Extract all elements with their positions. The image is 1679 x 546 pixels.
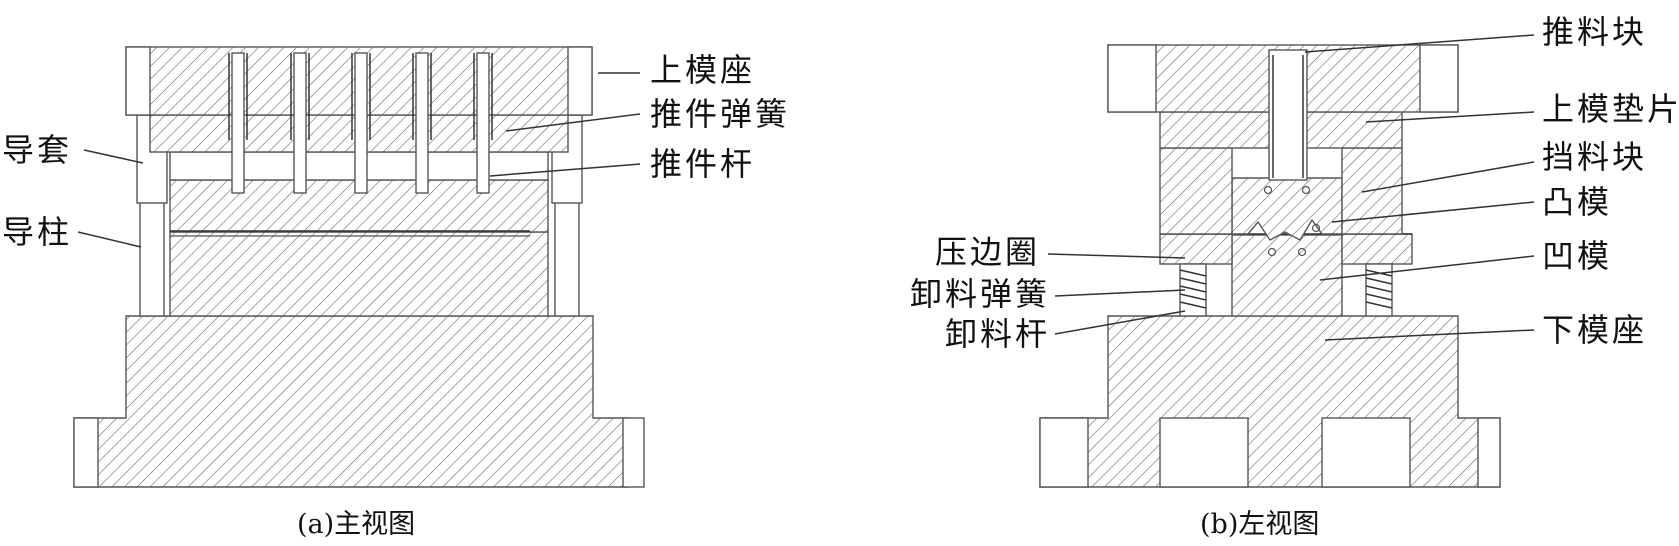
side-window-right [1321,417,1411,488]
side-stop-block-left [1159,147,1233,235]
label-guide-pillar: 导柱 [2,213,73,251]
side-foot-left [1039,417,1089,488]
front-foot-left [73,417,99,488]
side-pusher-block [1268,49,1308,181]
label-pusher-block: 推料块 [1542,13,1648,51]
side-blank-holder-right [1341,233,1413,265]
leader-lines [77,34,1535,341]
side-punch [1231,177,1343,241]
front-foot-right [622,417,645,488]
label-pusher-spring: 推件弹簧 [650,95,791,133]
label-upper-die-shim: 上模垫片 [1542,90,1679,128]
label-unloading-rod: 卸料杆 [944,315,1050,353]
label-punch: 凸模 [1542,183,1613,221]
label-stop-block: 挡料块 [1542,138,1648,176]
side-view [1039,44,1501,488]
label-unloading-spring: 卸料弹簧 [909,275,1050,313]
side-blank-holder-left [1159,233,1233,265]
label-pusher-rod: 推件杆 [650,145,756,183]
front-lower-die-seat [73,315,629,488]
side-die [1231,234,1343,317]
front-seat-end-right [567,46,593,116]
label-lower-die-seat: 下模座 [1542,311,1648,349]
side-seat-end-right [1419,44,1459,113]
label-upper-die-seat: 上模座 [650,51,756,89]
front-pusher-rods [228,52,493,194]
caption-front-view: (a)主视图 [297,509,416,540]
label-die: 凹模 [1542,237,1613,275]
side-lower-die-seat [1039,315,1501,488]
front-seat-end-left [125,46,151,116]
side-foot-right [1477,417,1501,488]
caption-side-view: (b)左视图 [1200,509,1320,540]
side-seat-end-left [1107,44,1157,113]
label-guide-sleeve: 导套 [2,131,73,169]
front-view [73,46,645,488]
side-window-left [1159,417,1249,488]
side-pins [1263,185,1321,257]
label-blank-holder: 压边圈 [934,233,1040,271]
front-die-block [169,231,549,317]
